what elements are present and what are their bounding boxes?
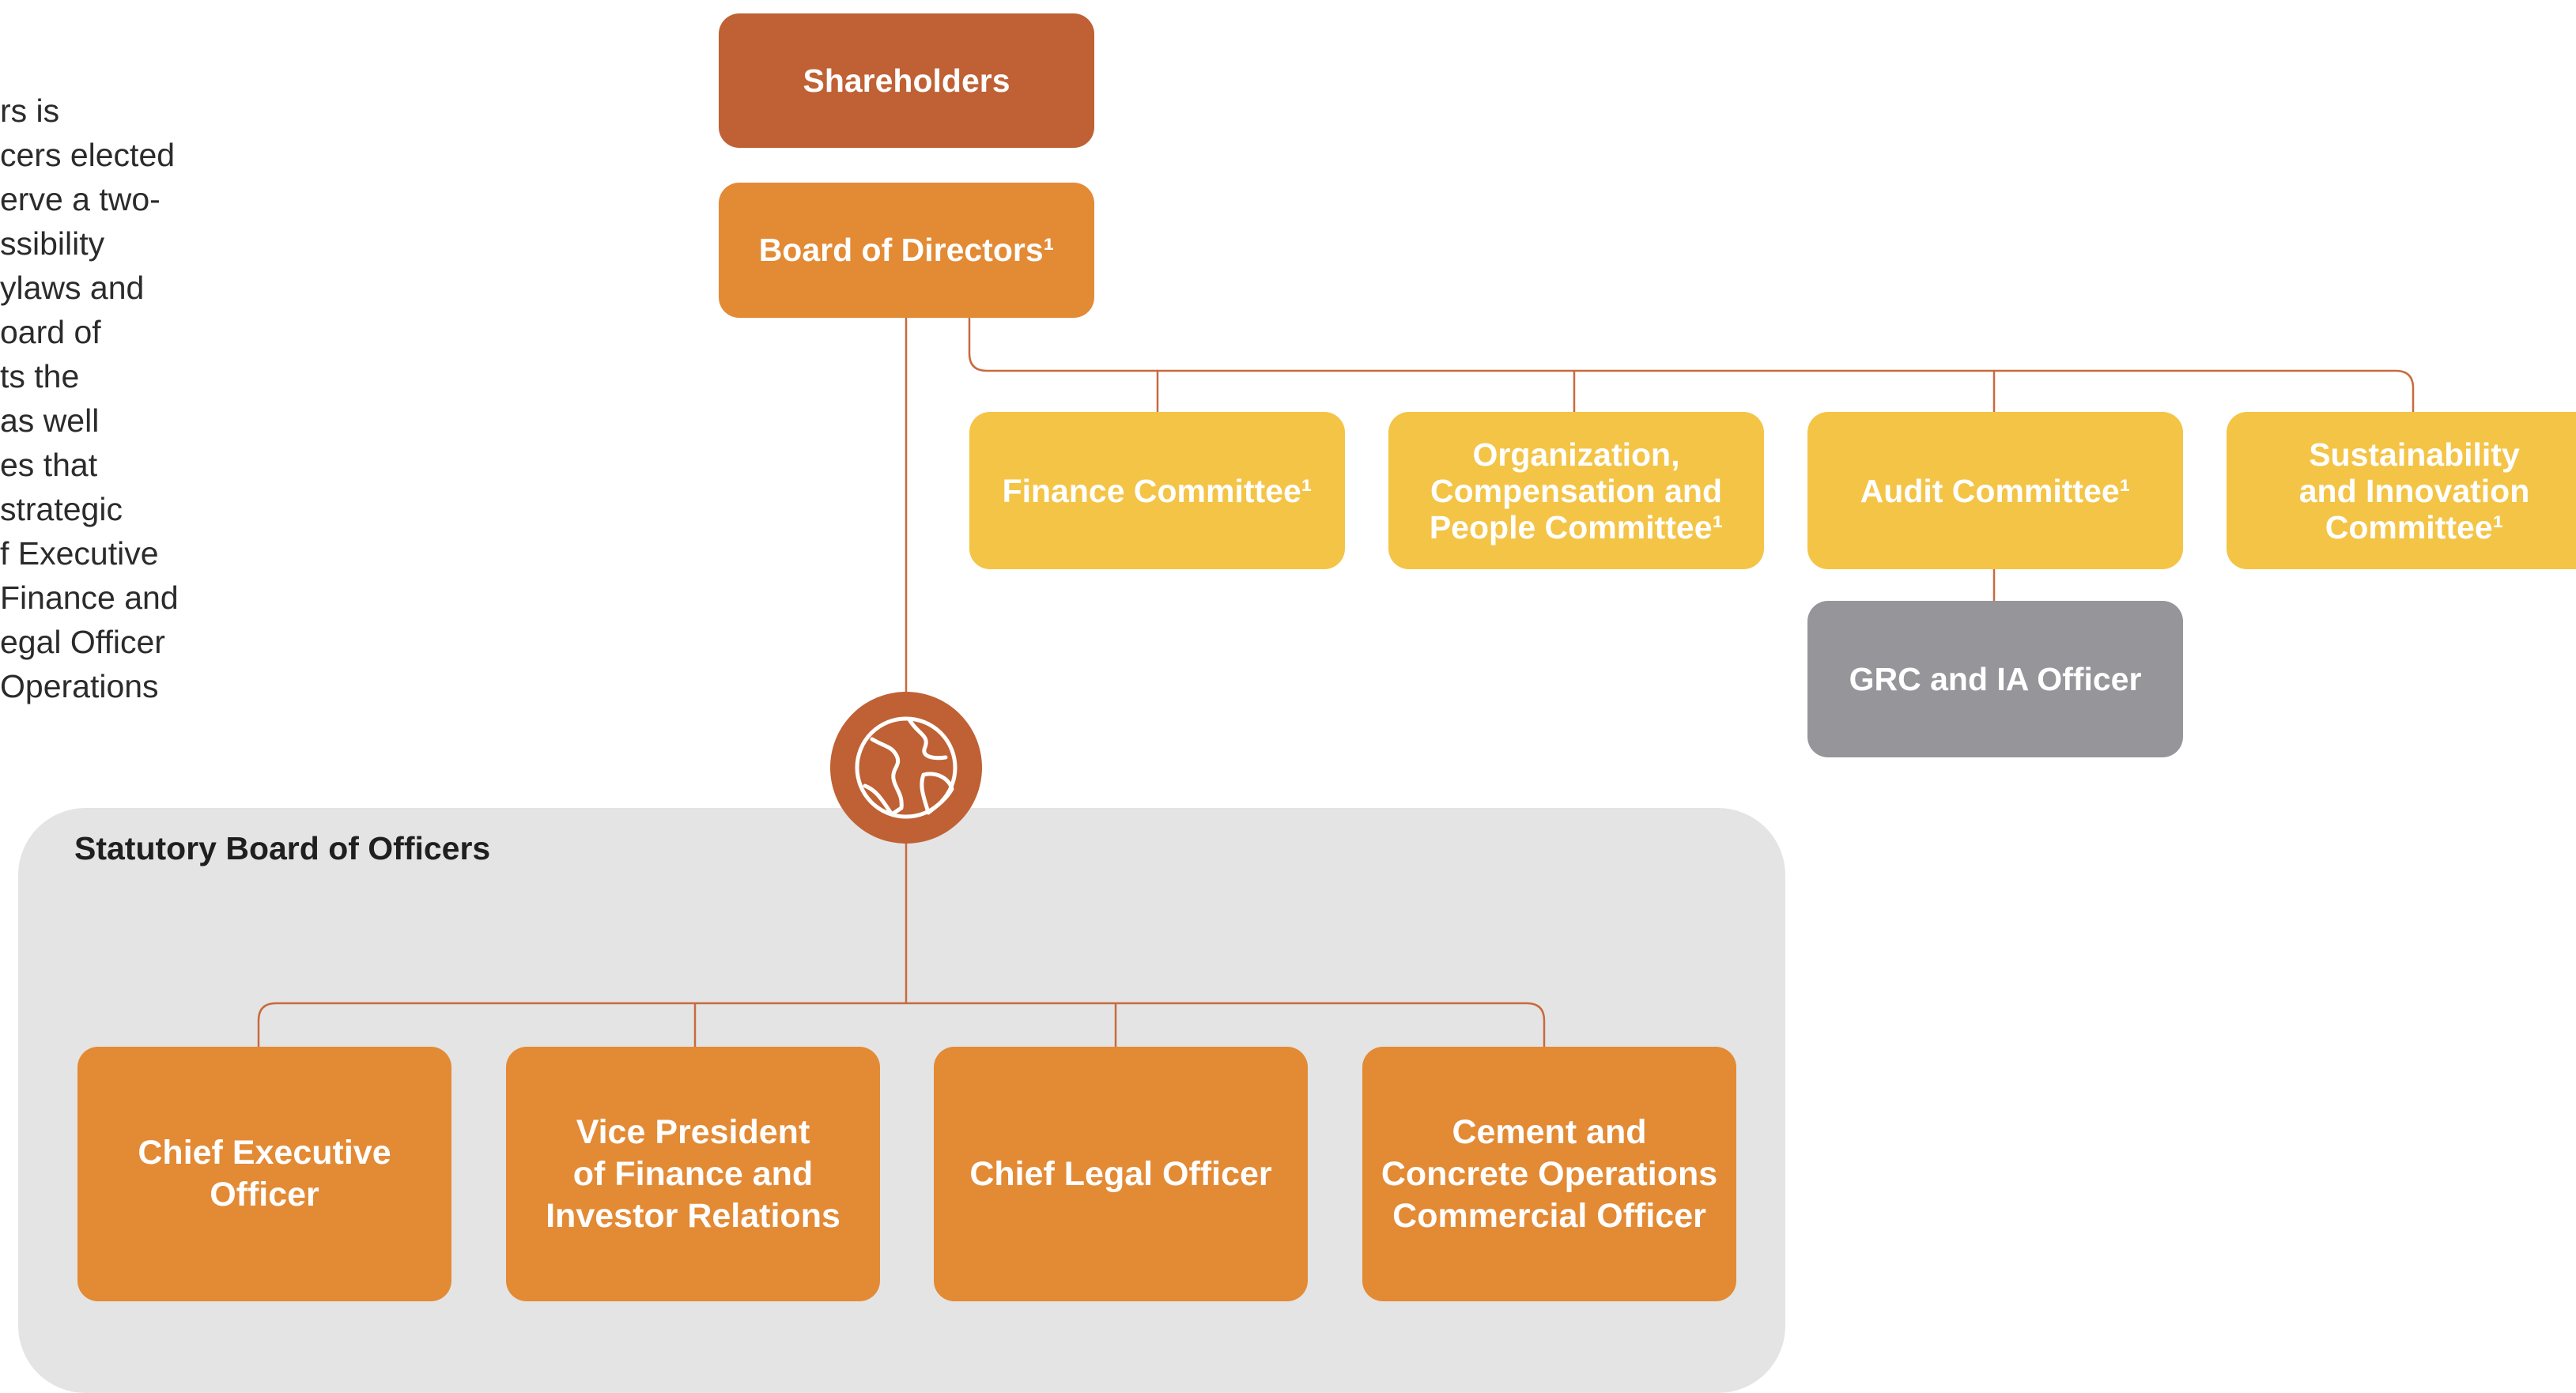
intro-text-line: cers elected — [0, 137, 176, 173]
officer-box-clo: Chief Legal Officer — [934, 1047, 1308, 1301]
statutory-board-title: Statutory Board of Officers — [74, 830, 491, 866]
grc-ia-officer-box: GRC and IA Officer — [1807, 601, 2183, 757]
committee-label: Sustainability and Innovation Committee¹ — [2298, 436, 2530, 545]
shareholders-box: Shareholders — [719, 13, 1094, 148]
intro-text-line: erve a two- — [0, 181, 161, 217]
committee-bus-line — [968, 318, 2415, 412]
officer-label: Chief Executive Officer — [138, 1134, 391, 1214]
organization-compensation-committee-box: Organization, Compensation and People Co… — [1388, 412, 1764, 569]
intro-text-block: rs is cers elected erve a two- ssibility… — [0, 89, 190, 708]
connector-lines — [257, 318, 2415, 1047]
officer-label: Cement and Concrete Operations Commercia… — [1381, 1112, 1718, 1235]
shareholders-label: Shareholders — [803, 62, 1010, 99]
globe-icon — [830, 692, 982, 844]
officer-label: Chief Legal Officer — [969, 1154, 1272, 1193]
intro-text-line: Finance and — [0, 579, 179, 616]
officer-label: Vice President of Finance and Investor R… — [546, 1112, 840, 1235]
intro-text-line: oard of — [0, 314, 101, 350]
intro-text-line: ssibility — [0, 225, 105, 262]
officer-box-cement-concrete: Cement and Concrete Operations Commercia… — [1362, 1047, 1736, 1301]
intro-text-line: as well — [0, 402, 100, 439]
intro-text-line: Operations — [0, 668, 159, 704]
grc-ia-officer-label: GRC and IA Officer — [1849, 660, 2142, 697]
sustainability-committee-box: Sustainability and Innovation Committee¹ — [2227, 412, 2576, 569]
intro-text-line: rs is — [0, 92, 60, 129]
intro-text-line: egal Officer — [0, 624, 165, 660]
committee-label: Audit Committee¹ — [1860, 472, 2131, 509]
intro-text-line: f Executive — [0, 535, 159, 572]
committee-label: Finance Committee¹ — [1002, 472, 1313, 509]
audit-committee-box: Audit Committee¹ — [1807, 412, 2183, 569]
officer-box-ceo: Chief Executive Officer — [77, 1047, 451, 1301]
finance-committee-box: Finance Committee¹ — [969, 412, 1345, 569]
board-of-directors-box: Board of Directors¹ — [719, 183, 1094, 318]
officer-box-vp-finance: Vice President of Finance and Investor R… — [506, 1047, 880, 1301]
intro-text-line: ylaws and — [0, 270, 145, 306]
officer-bus-line — [257, 1002, 1546, 1047]
intro-text-line: es that — [0, 447, 98, 483]
intro-text-line: ts the — [0, 358, 80, 394]
intro-text-line: strategic — [0, 491, 123, 527]
committee-label: Organization, Compensation and People Co… — [1429, 436, 1724, 545]
board-of-directors-label: Board of Directors¹ — [758, 232, 1055, 268]
